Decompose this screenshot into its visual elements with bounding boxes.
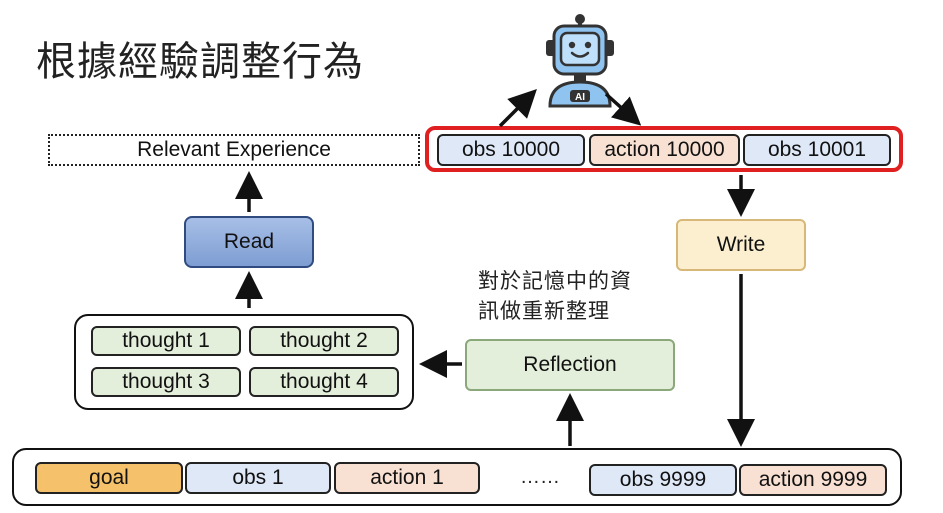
thought-1: thought 1 — [91, 326, 241, 356]
current-obs-10001: obs 10001 — [743, 134, 891, 166]
write-label: Write — [716, 233, 766, 256]
read-label: Read — [223, 230, 275, 253]
current-context-highlight — [425, 126, 903, 172]
reflection-note: 對於記憶中的資 訊做重新整理 — [478, 269, 632, 323]
thought-3: thought 3 — [91, 367, 241, 397]
read-node: Read — [184, 216, 314, 268]
arrow-context-to-robot — [498, 89, 537, 128]
robot-icon: AI — [546, 14, 614, 108]
memory-obs-1: obs 1 — [185, 462, 331, 494]
memory-action-9999: action 9999 — [739, 464, 887, 496]
reflection-node: Reflection — [465, 339, 675, 391]
thought-2: thought 2 — [249, 326, 399, 356]
memory-goal: goal — [35, 462, 183, 494]
current-action-10000: action 10000 — [589, 134, 740, 166]
write-node: Write — [676, 219, 806, 271]
arrow-robot-to-context — [604, 92, 642, 126]
reflection-label: Reflection — [523, 353, 617, 376]
thought-4: thought 4 — [249, 367, 399, 397]
relevant-experience-box: Relevant Experience — [48, 134, 420, 166]
memory-action-1: action 1 — [334, 462, 480, 494]
robot-badge: AI — [575, 92, 585, 103]
memory-obs-9999: obs 9999 — [589, 464, 737, 496]
current-obs-10000: obs 10000 — [437, 134, 585, 166]
page-title: 根據經驗調整行為 — [36, 39, 364, 85]
relevant-experience-label: Relevant Experience — [137, 138, 331, 161]
memory-ellipsis: …… — [520, 466, 560, 488]
